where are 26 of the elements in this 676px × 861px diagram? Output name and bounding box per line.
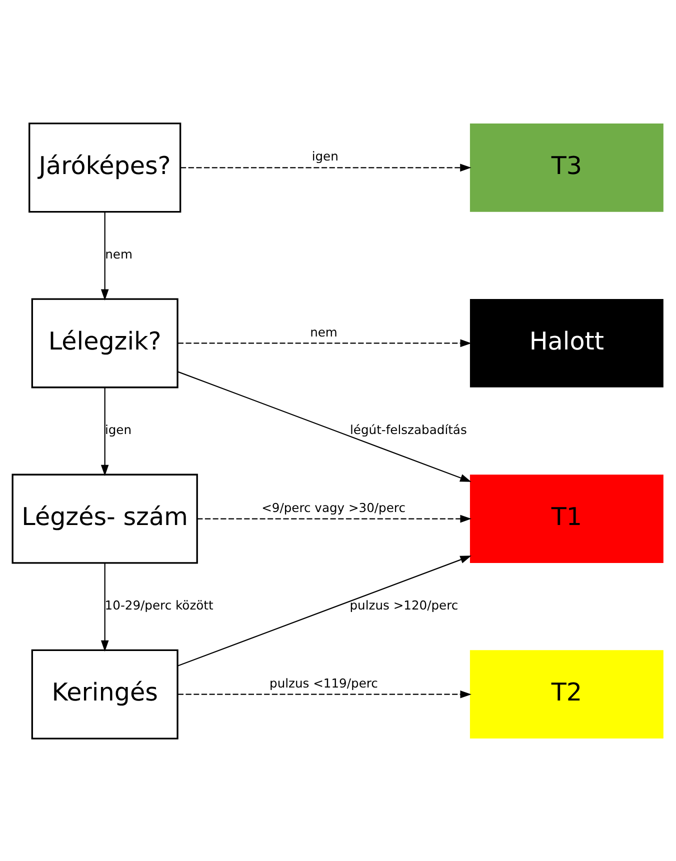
node-box: Halott	[470, 298, 664, 387]
edge-label: igen	[312, 149, 338, 164]
arrow	[178, 370, 472, 482]
node-box: Légzés- szám	[12, 473, 198, 564]
edge-label: nem	[105, 247, 132, 262]
node-box: T2	[470, 650, 664, 738]
arrow	[178, 338, 472, 347]
edge-label: <9/perc vagy >30/perc	[262, 500, 406, 514]
node-box: T3	[470, 122, 664, 212]
node-box: T1	[470, 474, 664, 562]
edge-label: légút-felszabadítás	[350, 422, 467, 437]
node-box: Járóképes?	[28, 122, 182, 212]
edge-label: igen	[104, 422, 132, 437]
arrow	[100, 387, 109, 476]
node-box: Keringés	[31, 648, 178, 739]
arrow	[197, 514, 472, 522]
edge-label: pulzus >120/perc	[350, 598, 458, 612]
arrow	[178, 690, 472, 698]
arrow	[180, 163, 472, 172]
edge-label: nem	[310, 324, 338, 339]
edge-label: pulzus <119/perc	[270, 676, 378, 690]
node-box: Lélegzik?	[31, 298, 178, 388]
arrow	[178, 555, 472, 666]
edge-label: 10-29/perc között	[104, 598, 214, 612]
arrow	[100, 562, 109, 652]
arrow	[100, 212, 109, 300]
